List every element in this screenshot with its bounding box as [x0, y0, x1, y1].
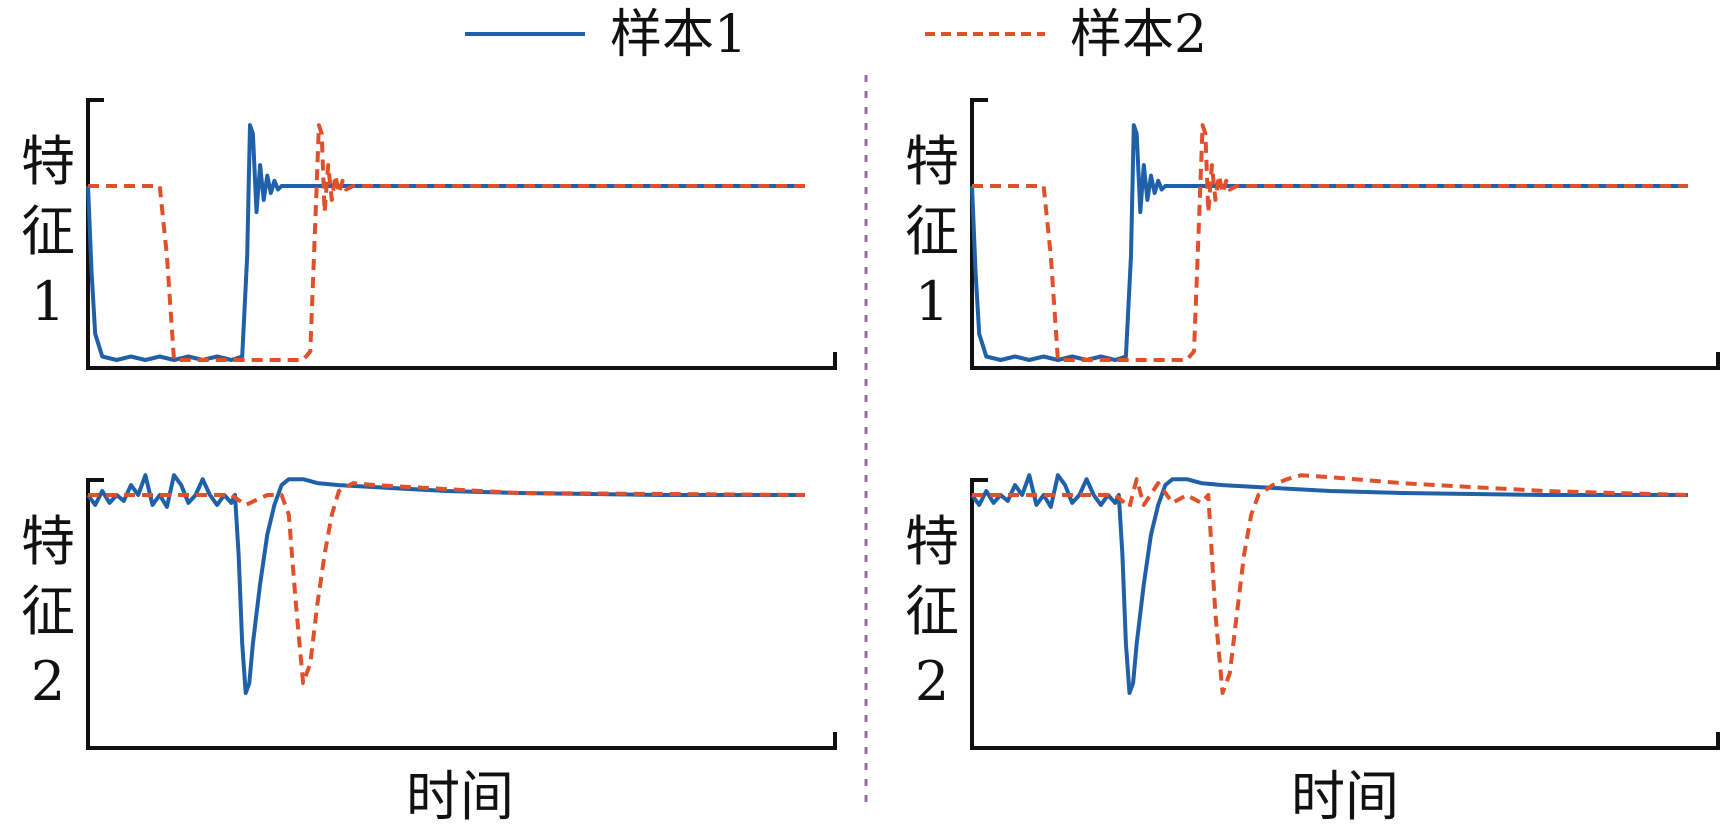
ylabel-char: 特 [21, 130, 75, 193]
ylabel-char: 特 [21, 510, 75, 573]
legend-item-1: 样本1 [465, 5, 747, 65]
axes-frame [970, 98, 1720, 370]
series-line-2 [972, 123, 1688, 362]
legend: 样本1 样本2 [465, 5, 1207, 65]
axes-frame [86, 98, 837, 370]
panel-left-top: 特征 1 [21, 98, 837, 370]
ylabel-char: 特 [905, 510, 959, 573]
ylabel-char: 1 [31, 270, 65, 333]
ylabel-char: 2 [915, 650, 949, 713]
series-line-2 [88, 123, 805, 362]
xlabel: 时间 [406, 765, 514, 828]
series-line-1 [86, 123, 805, 362]
axes-frame [86, 478, 837, 750]
ylabel-char: 征 [21, 200, 75, 263]
series-line-1 [970, 473, 1688, 695]
panel-left-bottom: 特征 2 时间 [21, 473, 837, 828]
panel-right-bottom: 特征 2 时间 [905, 473, 1720, 828]
ylabel-char: 特 [905, 130, 959, 193]
series-line-2 [88, 481, 806, 686]
series-line-1 [970, 123, 1688, 362]
legend-item-2: 样本2 [925, 5, 1207, 65]
ylabel-char: 1 [915, 270, 949, 333]
series-line-2 [972, 473, 1689, 695]
ylabel-char: 2 [31, 650, 65, 713]
panel-right-top: 特征 1 [905, 98, 1720, 370]
ylabel-char: 征 [905, 580, 959, 643]
ylabel-char: 征 [905, 200, 959, 263]
axes-frame [970, 478, 1720, 750]
legend-label-1: 样本1 [610, 5, 747, 65]
legend-label-2: 样本2 [1070, 5, 1207, 65]
series-line-1 [86, 473, 805, 695]
ylabel-char: 征 [21, 580, 75, 643]
xlabel: 时间 [1291, 765, 1399, 828]
